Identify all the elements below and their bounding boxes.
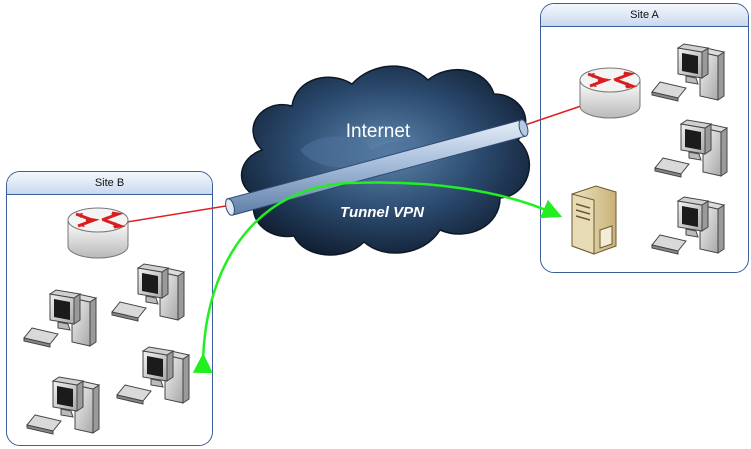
server-icon <box>571 185 617 255</box>
site-b-box: Site B <box>6 171 213 446</box>
site-a-title: Site A <box>541 4 748 27</box>
site-a-workstation-icon <box>651 43 725 102</box>
site-b-router-icon <box>66 206 130 260</box>
vpn-route-arrow <box>192 181 563 374</box>
site-a-workstation-icon <box>651 196 725 255</box>
site-b-title: Site B <box>7 172 212 195</box>
site-a-workstation-icon <box>654 119 728 178</box>
site-a-wan-link <box>521 104 585 127</box>
site-a-router-icon <box>578 66 642 120</box>
tunnel-label: Tunnel VPN <box>340 204 425 221</box>
site-b-workstation-icon <box>26 376 100 435</box>
internet-label: Internet <box>346 121 411 142</box>
site-b-workstation-icon <box>111 263 185 322</box>
site-b-workstation-icon <box>116 346 190 405</box>
site-b-workstation-icon <box>23 289 97 348</box>
